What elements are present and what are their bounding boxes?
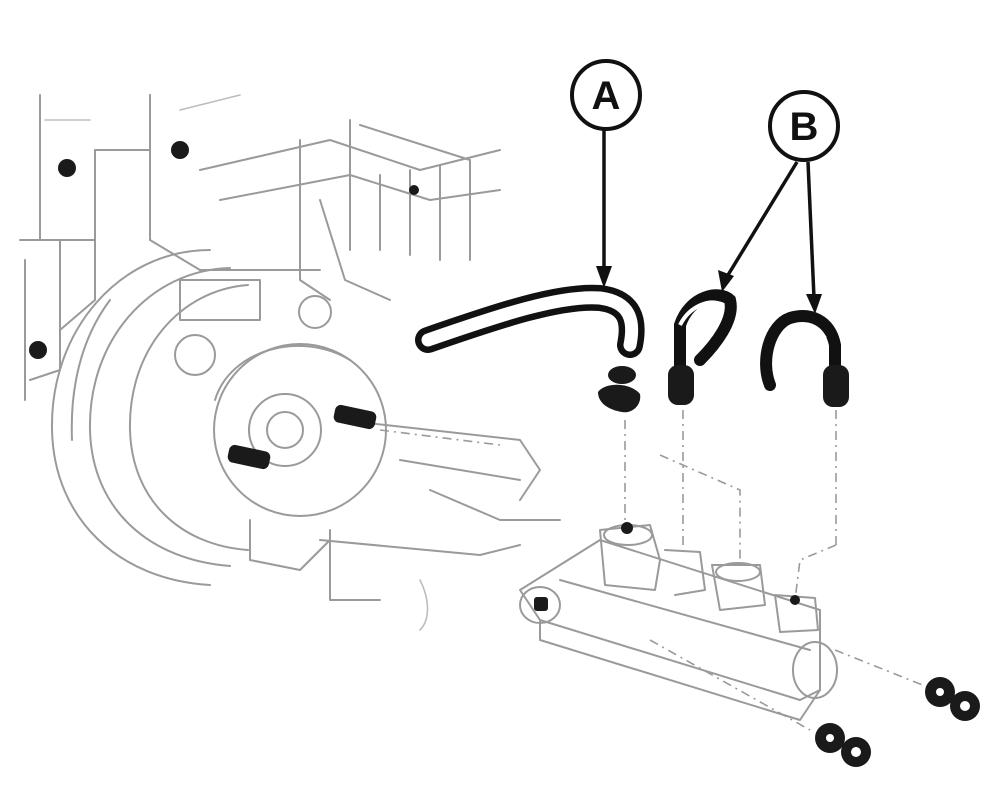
callout-b: B bbox=[768, 90, 840, 162]
mount-bolt-icon bbox=[29, 141, 800, 611]
nut-icon bbox=[815, 677, 980, 767]
explode-guides bbox=[379, 410, 936, 731]
callout-a: A bbox=[570, 59, 642, 131]
hose-part-a bbox=[415, 284, 645, 413]
clip-icon bbox=[668, 289, 849, 407]
engine-line-art bbox=[19, 94, 838, 721]
callout-a-label: A bbox=[592, 74, 621, 118]
callout-b-label: B bbox=[790, 105, 819, 149]
callout-leaders bbox=[596, 128, 822, 314]
